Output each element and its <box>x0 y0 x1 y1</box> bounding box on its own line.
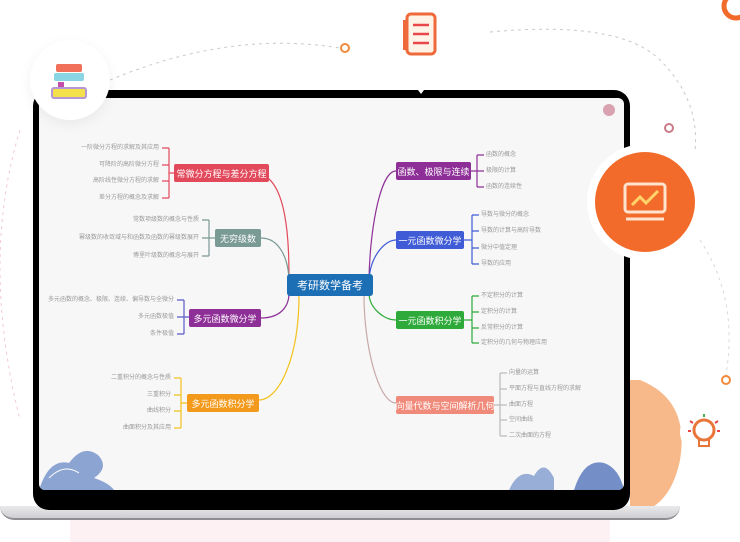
lightbulb-badge <box>680 408 728 456</box>
leaf-topic[interactable]: 二重积分的概念与性质 <box>110 374 171 381</box>
notebook-badge <box>385 0 455 70</box>
books-icon <box>51 64 87 99</box>
leaf-topic[interactable]: 条件极值 <box>149 330 174 337</box>
branch-node-differential-equations[interactable]: 常微分方程与差分方程 <box>174 164 269 182</box>
leaf-topic[interactable]: 曲面方程 <box>509 401 534 408</box>
leaf-topic[interactable]: 曲线积分 <box>146 407 171 414</box>
wave-decoration-icon <box>509 462 624 490</box>
leaf-topic[interactable]: 常数项级数的概念与性质 <box>132 216 199 223</box>
books-badge <box>30 40 110 120</box>
leaf-topic[interactable]: 多元函数的概念、极限、连续、偏导数与全微分 <box>47 296 174 303</box>
notebook-icon <box>403 12 437 56</box>
wave-decoration-icon <box>39 450 114 490</box>
chart-monitor-icon <box>623 182 667 221</box>
branch-node-functions-limits[interactable]: 函数、极限与连续 <box>396 162 471 180</box>
leaf-topic[interactable]: 幂级数的收敛域与和函数及函数的幂级数展开 <box>78 234 199 241</box>
center-topic[interactable]: 考研数学备考 <box>287 274 373 296</box>
screen-notch <box>415 86 427 94</box>
leaf-topic[interactable]: 三重积分 <box>146 391 171 398</box>
leaf-topic[interactable]: 曲面积分及其应用 <box>122 424 171 431</box>
leaf-topic[interactable]: 导数的计算与高阶导数 <box>481 227 542 234</box>
branch-node-single-variable-integral[interactable]: 一元函数积分学 <box>396 311 464 329</box>
leaf-topic[interactable]: 二次曲面的方程 <box>509 432 552 439</box>
mindmap-canvas[interactable]: 考研数学备考 常微分方程与差分方程 无穷级数 多元函数微分学 多元函数积分学 函… <box>39 98 624 490</box>
leaf-topic[interactable]: 可降阶的高阶微分方程 <box>98 161 159 168</box>
branch-node-vector-geometry[interactable]: 向量代数与空间解析几何 <box>396 396 495 414</box>
leaf-topic[interactable]: 空间曲线 <box>509 416 534 423</box>
lightbulb-icon <box>688 414 720 447</box>
branch-node-multivariable-integral[interactable]: 多元函数积分学 <box>187 394 259 412</box>
leaf-topic[interactable]: 极限的计算 <box>486 167 517 174</box>
chart-monitor-badge <box>595 152 695 252</box>
branch-node-multivariable-differential[interactable]: 多元函数微分学 <box>189 309 261 327</box>
bird-decoration-icon <box>603 104 615 116</box>
leaf-topic[interactable]: 傅里叶级数的概念与展开 <box>132 252 199 259</box>
leaf-topic[interactable]: 导数的应用 <box>481 260 512 267</box>
leaf-topic[interactable]: 微分中值定理 <box>481 244 518 251</box>
leaf-topic[interactable]: 多元函数极值 <box>137 313 174 320</box>
leaf-topic[interactable]: 向量的运算 <box>509 369 540 376</box>
leaf-topic[interactable]: 平面方程与直线方程的求解 <box>509 385 582 392</box>
leaf-topic[interactable]: 反常积分的计算 <box>481 324 524 331</box>
leaf-topic[interactable]: 函数的连续性 <box>486 183 523 190</box>
branch-node-single-variable-differential[interactable]: 一元函数微分学 <box>396 231 464 249</box>
leaf-topic[interactable]: 一阶微分方程的求解及其应用 <box>80 144 159 151</box>
leaf-topic[interactable]: 高阶线性微分方程的求解 <box>92 177 159 184</box>
leaf-topic[interactable]: 定积分的几何与物理应用 <box>481 339 548 346</box>
leaf-topic[interactable]: 定积分的计算 <box>481 308 518 315</box>
leaf-topic[interactable]: 不定积分的计算 <box>481 292 524 299</box>
leaf-topic[interactable]: 函数的概念 <box>486 151 517 158</box>
leaf-topic[interactable]: 差分方程的概念及求解 <box>98 194 159 201</box>
leaf-topic[interactable]: 导数与微分的概念 <box>481 211 530 218</box>
branch-node-infinite-series[interactable]: 无穷级数 <box>215 229 261 247</box>
